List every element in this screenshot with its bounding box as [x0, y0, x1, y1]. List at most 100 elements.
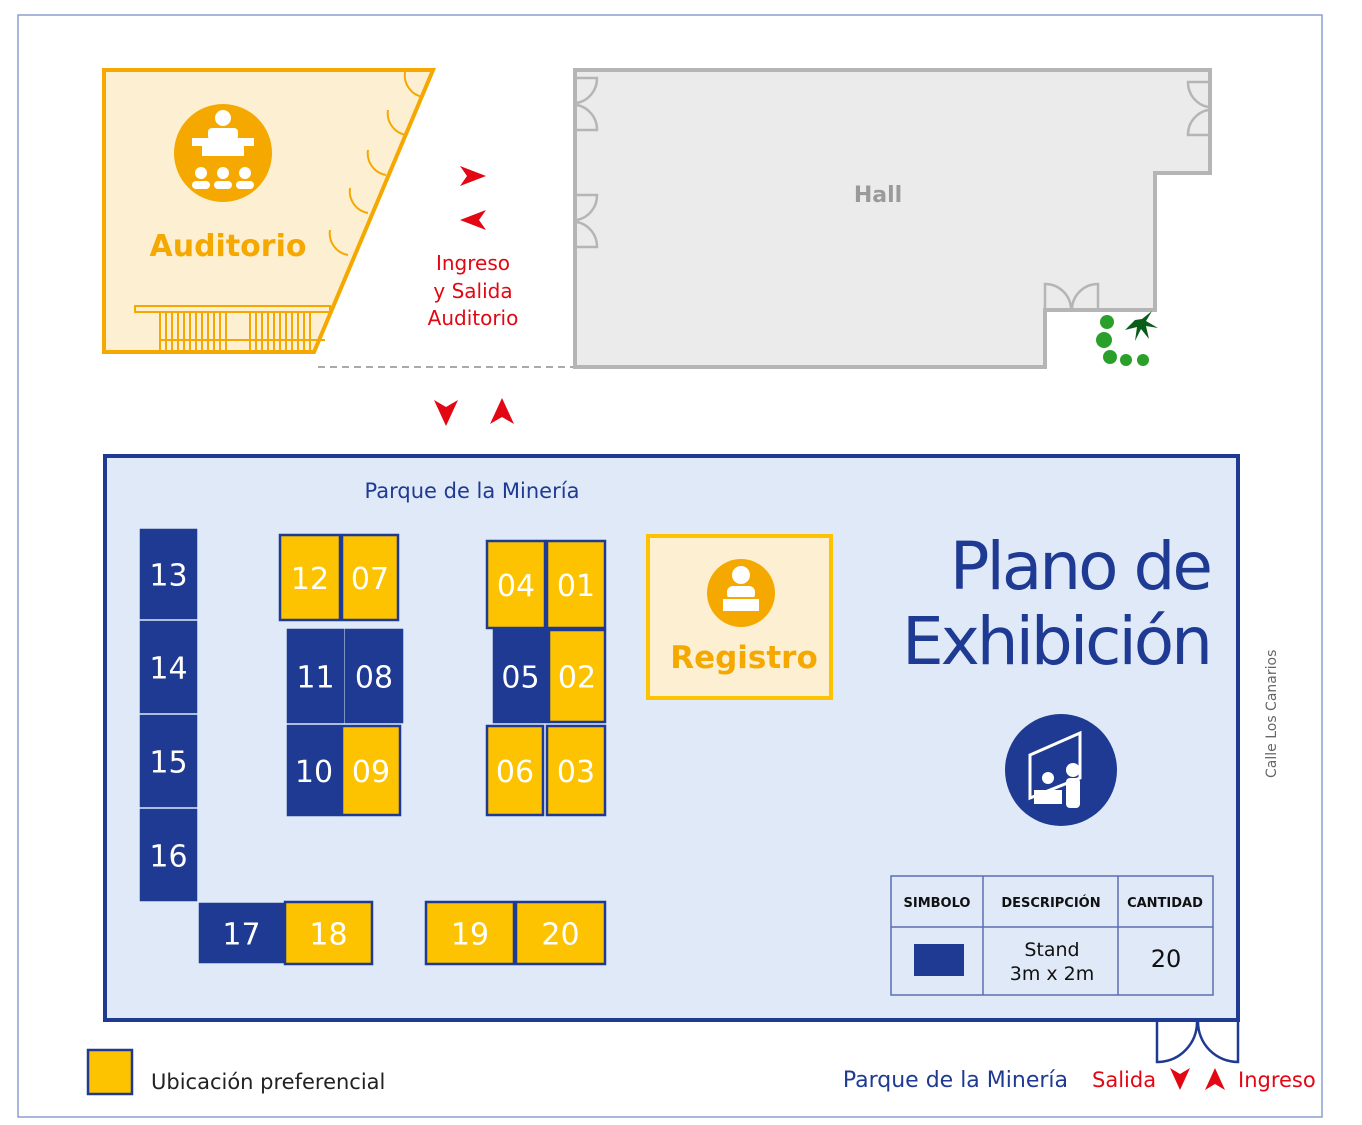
- auditorium[interactable]: Auditorio: [102, 68, 437, 354]
- stand-10[interactable]: 10: [286, 724, 342, 817]
- page-title: Plano de Exhibición: [902, 528, 1213, 680]
- exit-label: Salida: [1092, 1068, 1156, 1092]
- stand-15[interactable]: 15: [139, 714, 198, 808]
- stand-box: [286, 724, 342, 817]
- main-entrance-doors: [1155, 1020, 1240, 1064]
- auditorium-stage: [134, 305, 331, 350]
- title-line-2: Exhibición: [902, 603, 1210, 680]
- stand-18[interactable]: 18: [283, 900, 374, 966]
- stands: 13 14 15 16 17 18 19 20 12 07 11 08 10 09 04 01 05 02 06 03: [139, 528, 607, 966]
- stand-number: 20: [541, 918, 579, 953]
- stand-box: [139, 528, 198, 620]
- stand-number: 08: [355, 661, 393, 696]
- arrow-right-icon: [460, 166, 486, 186]
- exit-arrow-icon: [1170, 1068, 1190, 1090]
- table-header-description: DESCRIPCIÓN: [1001, 895, 1100, 911]
- stand-14[interactable]: 14: [139, 620, 198, 714]
- stand-box: [424, 900, 516, 966]
- stand-box: [485, 724, 545, 817]
- stand-number: 19: [451, 918, 489, 953]
- stand-19[interactable]: 19: [424, 900, 516, 966]
- auditorium-label: Auditorio: [150, 229, 307, 264]
- outer-frame: [17, 14, 1323, 1118]
- stand-box: [340, 533, 400, 622]
- stand-number: 14: [149, 652, 187, 687]
- stand-number: 04: [497, 569, 535, 604]
- stand-box: [283, 900, 374, 966]
- stand-number: 07: [351, 562, 389, 597]
- stand-box: [139, 808, 198, 902]
- stand-box: [139, 620, 198, 714]
- stand-number: 13: [149, 559, 187, 594]
- stand-box: [545, 724, 607, 817]
- stand-17[interactable]: 17: [198, 902, 285, 964]
- exhibition-icon: [1005, 714, 1117, 826]
- stand-06[interactable]: 06: [485, 724, 545, 817]
- stand-11[interactable]: 11: [286, 628, 345, 724]
- stand-box: [278, 533, 342, 622]
- stand-07[interactable]: 07: [340, 533, 400, 622]
- hall-doors: [576, 76, 1209, 309]
- stand-quantity: 20: [1151, 945, 1182, 973]
- access-line-2: y Salida: [433, 279, 512, 303]
- stand-13[interactable]: 13: [139, 528, 198, 620]
- stand-number: 09: [352, 755, 390, 790]
- stand-box: [514, 900, 607, 966]
- stand-number: 15: [149, 746, 187, 781]
- stand-box: [286, 628, 345, 724]
- stand-02[interactable]: 02: [547, 628, 607, 724]
- stand-number: 17: [222, 918, 260, 953]
- stand-04[interactable]: 04: [485, 539, 547, 630]
- auditorium-access-label: Ingreso y Salida Auditorio: [428, 251, 519, 330]
- hall-label: Hall: [854, 183, 902, 208]
- stand-number: 16: [149, 840, 187, 875]
- arrow-up-icon: [490, 398, 514, 424]
- street-label: Calle Los Canarios: [1264, 650, 1280, 778]
- stand-05[interactable]: 05: [492, 628, 549, 724]
- stand-number: 03: [557, 755, 595, 790]
- stand-number: 01: [557, 569, 595, 604]
- hall[interactable]: Hall: [573, 68, 1212, 369]
- stand-number: 12: [291, 562, 329, 597]
- stand-number: 02: [558, 661, 596, 696]
- stand-box: [198, 902, 285, 964]
- stand-01[interactable]: 01: [545, 539, 607, 630]
- stand-box: [344, 628, 404, 724]
- entrance-arrow-icon: [1205, 1068, 1225, 1090]
- stand-09[interactable]: 09: [340, 724, 402, 817]
- access-line-3: Auditorio: [428, 306, 519, 330]
- stand-number: 06: [496, 755, 534, 790]
- speaker-icon: [174, 104, 272, 202]
- stand-number: 10: [295, 755, 333, 790]
- stand-number: 05: [501, 661, 539, 696]
- legend-table: SIMBOLO DESCRIPCIÓN CANTIDAD Stand 3m x …: [890, 875, 1214, 996]
- stand-12[interactable]: 12: [278, 533, 342, 622]
- plants-icon: [1096, 311, 1158, 367]
- title-line-1: Plano de: [950, 528, 1211, 605]
- stand-box: [139, 714, 198, 808]
- stand-box: [545, 539, 607, 630]
- arrow-left-icon: [460, 210, 486, 230]
- arrow-down-icon: [434, 400, 458, 426]
- description-line-2: 3m x 2m: [1010, 963, 1095, 985]
- stand-box: [485, 539, 547, 630]
- entrance-label: Ingreso: [1238, 1068, 1316, 1092]
- stand-08[interactable]: 08: [344, 628, 404, 724]
- preferential-legend-label: Ubicación preferencial: [151, 1070, 385, 1094]
- stand-symbol: [914, 944, 964, 976]
- auditorium-access-arrows: [434, 166, 514, 426]
- stand-number: 11: [296, 661, 334, 696]
- description-line-1: Stand: [1024, 939, 1079, 961]
- stand-03[interactable]: 03: [545, 724, 607, 817]
- registration-icon: [707, 559, 775, 627]
- stand-box: [340, 724, 402, 817]
- preferential-swatch: [86, 1048, 134, 1096]
- stand-box: [492, 628, 549, 724]
- stand-20[interactable]: 20: [514, 900, 607, 966]
- registration-desk[interactable]: Registro: [646, 534, 833, 700]
- stand-16[interactable]: 16: [139, 808, 198, 902]
- auditorium-doors: [328, 71, 424, 256]
- park-top-label: Parque de la Minería: [365, 479, 580, 503]
- stand-number: 18: [309, 918, 347, 953]
